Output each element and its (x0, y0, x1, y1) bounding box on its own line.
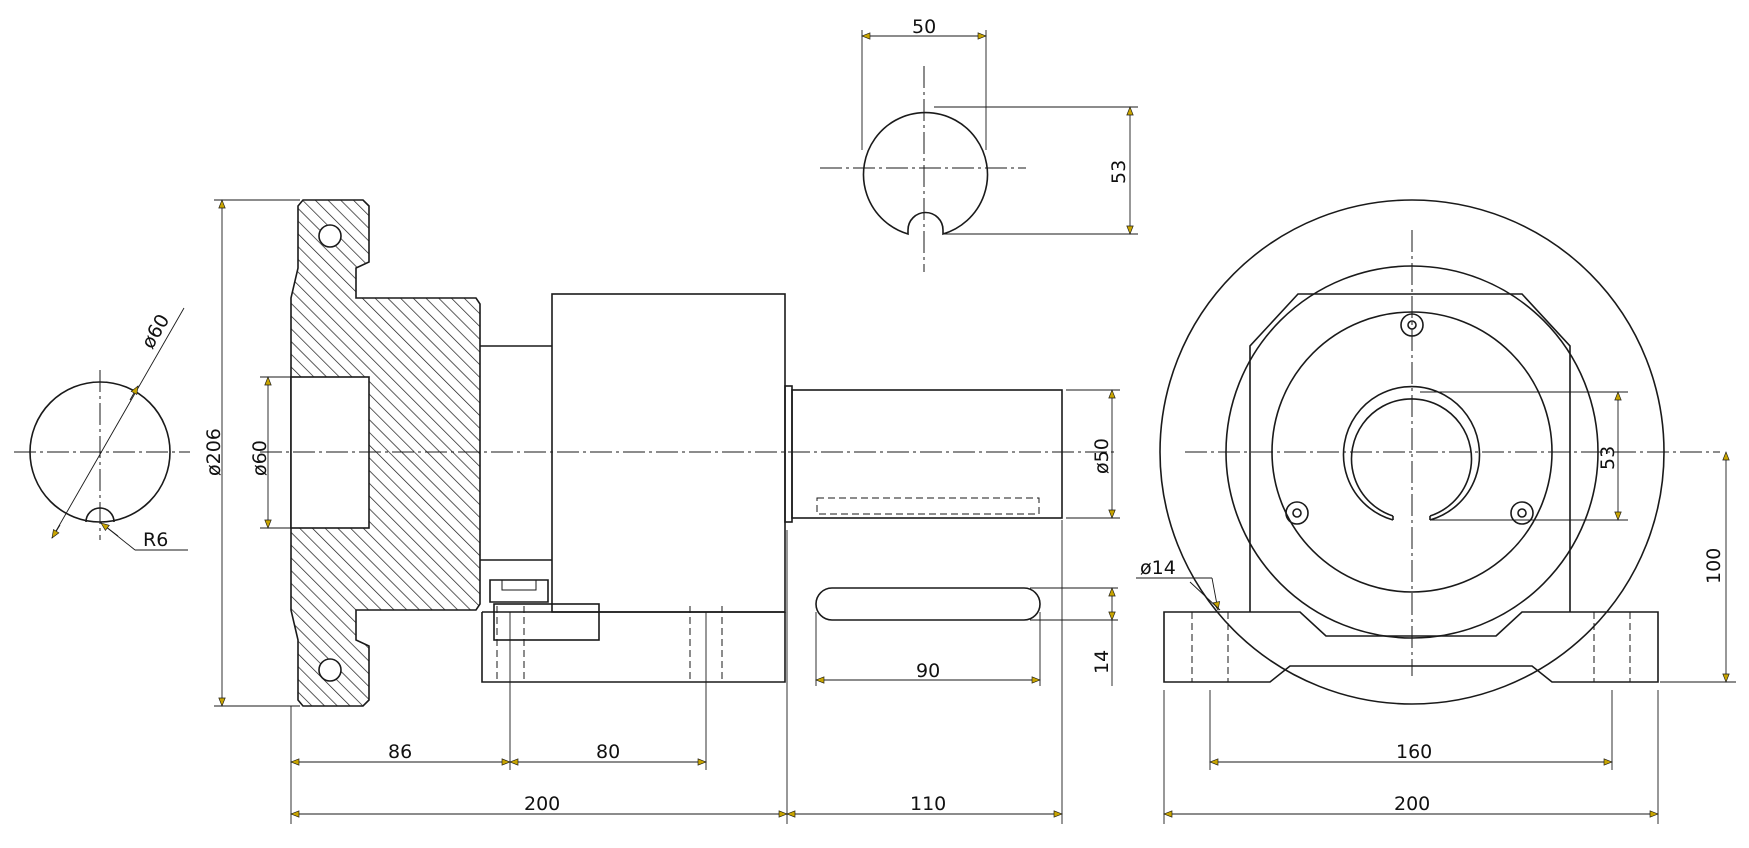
main-side-view (260, 199, 1118, 707)
bore-dia-label: ø60 (249, 440, 271, 476)
height-100-label: 100 (1703, 548, 1725, 584)
slot-length-label: 90 (916, 660, 940, 682)
slot-width-label: 14 (1091, 650, 1113, 674)
hub-section-view: ø60 R6 (14, 307, 190, 551)
hub-radius-label: R6 (143, 529, 168, 551)
flange-dia-label: ø206 (203, 428, 225, 476)
bore-53-label: 53 (1597, 446, 1619, 470)
span-160-label: 160 (1396, 741, 1432, 763)
hub-dia-label: ø60 (137, 310, 174, 352)
hole-dia-label: ø14 (1140, 557, 1176, 579)
key-width-label: 50 (912, 16, 936, 38)
len-80-label: 80 (596, 741, 620, 763)
len-200-left-label: 200 (524, 793, 560, 815)
shaft-dia-label: ø50 (1091, 438, 1113, 474)
dimension-lines: 50 53 ø206 ø60 ø50 14 90 (203, 16, 1736, 824)
len-200-right-label: 200 (1394, 793, 1430, 815)
shaft-section-view (820, 66, 1026, 272)
key-height-top-label: 53 (1108, 160, 1130, 184)
len-86-label: 86 (388, 741, 412, 763)
len-110-label: 110 (910, 793, 946, 815)
key-slot-view (815, 587, 1041, 621)
front-view (1159, 199, 1720, 705)
